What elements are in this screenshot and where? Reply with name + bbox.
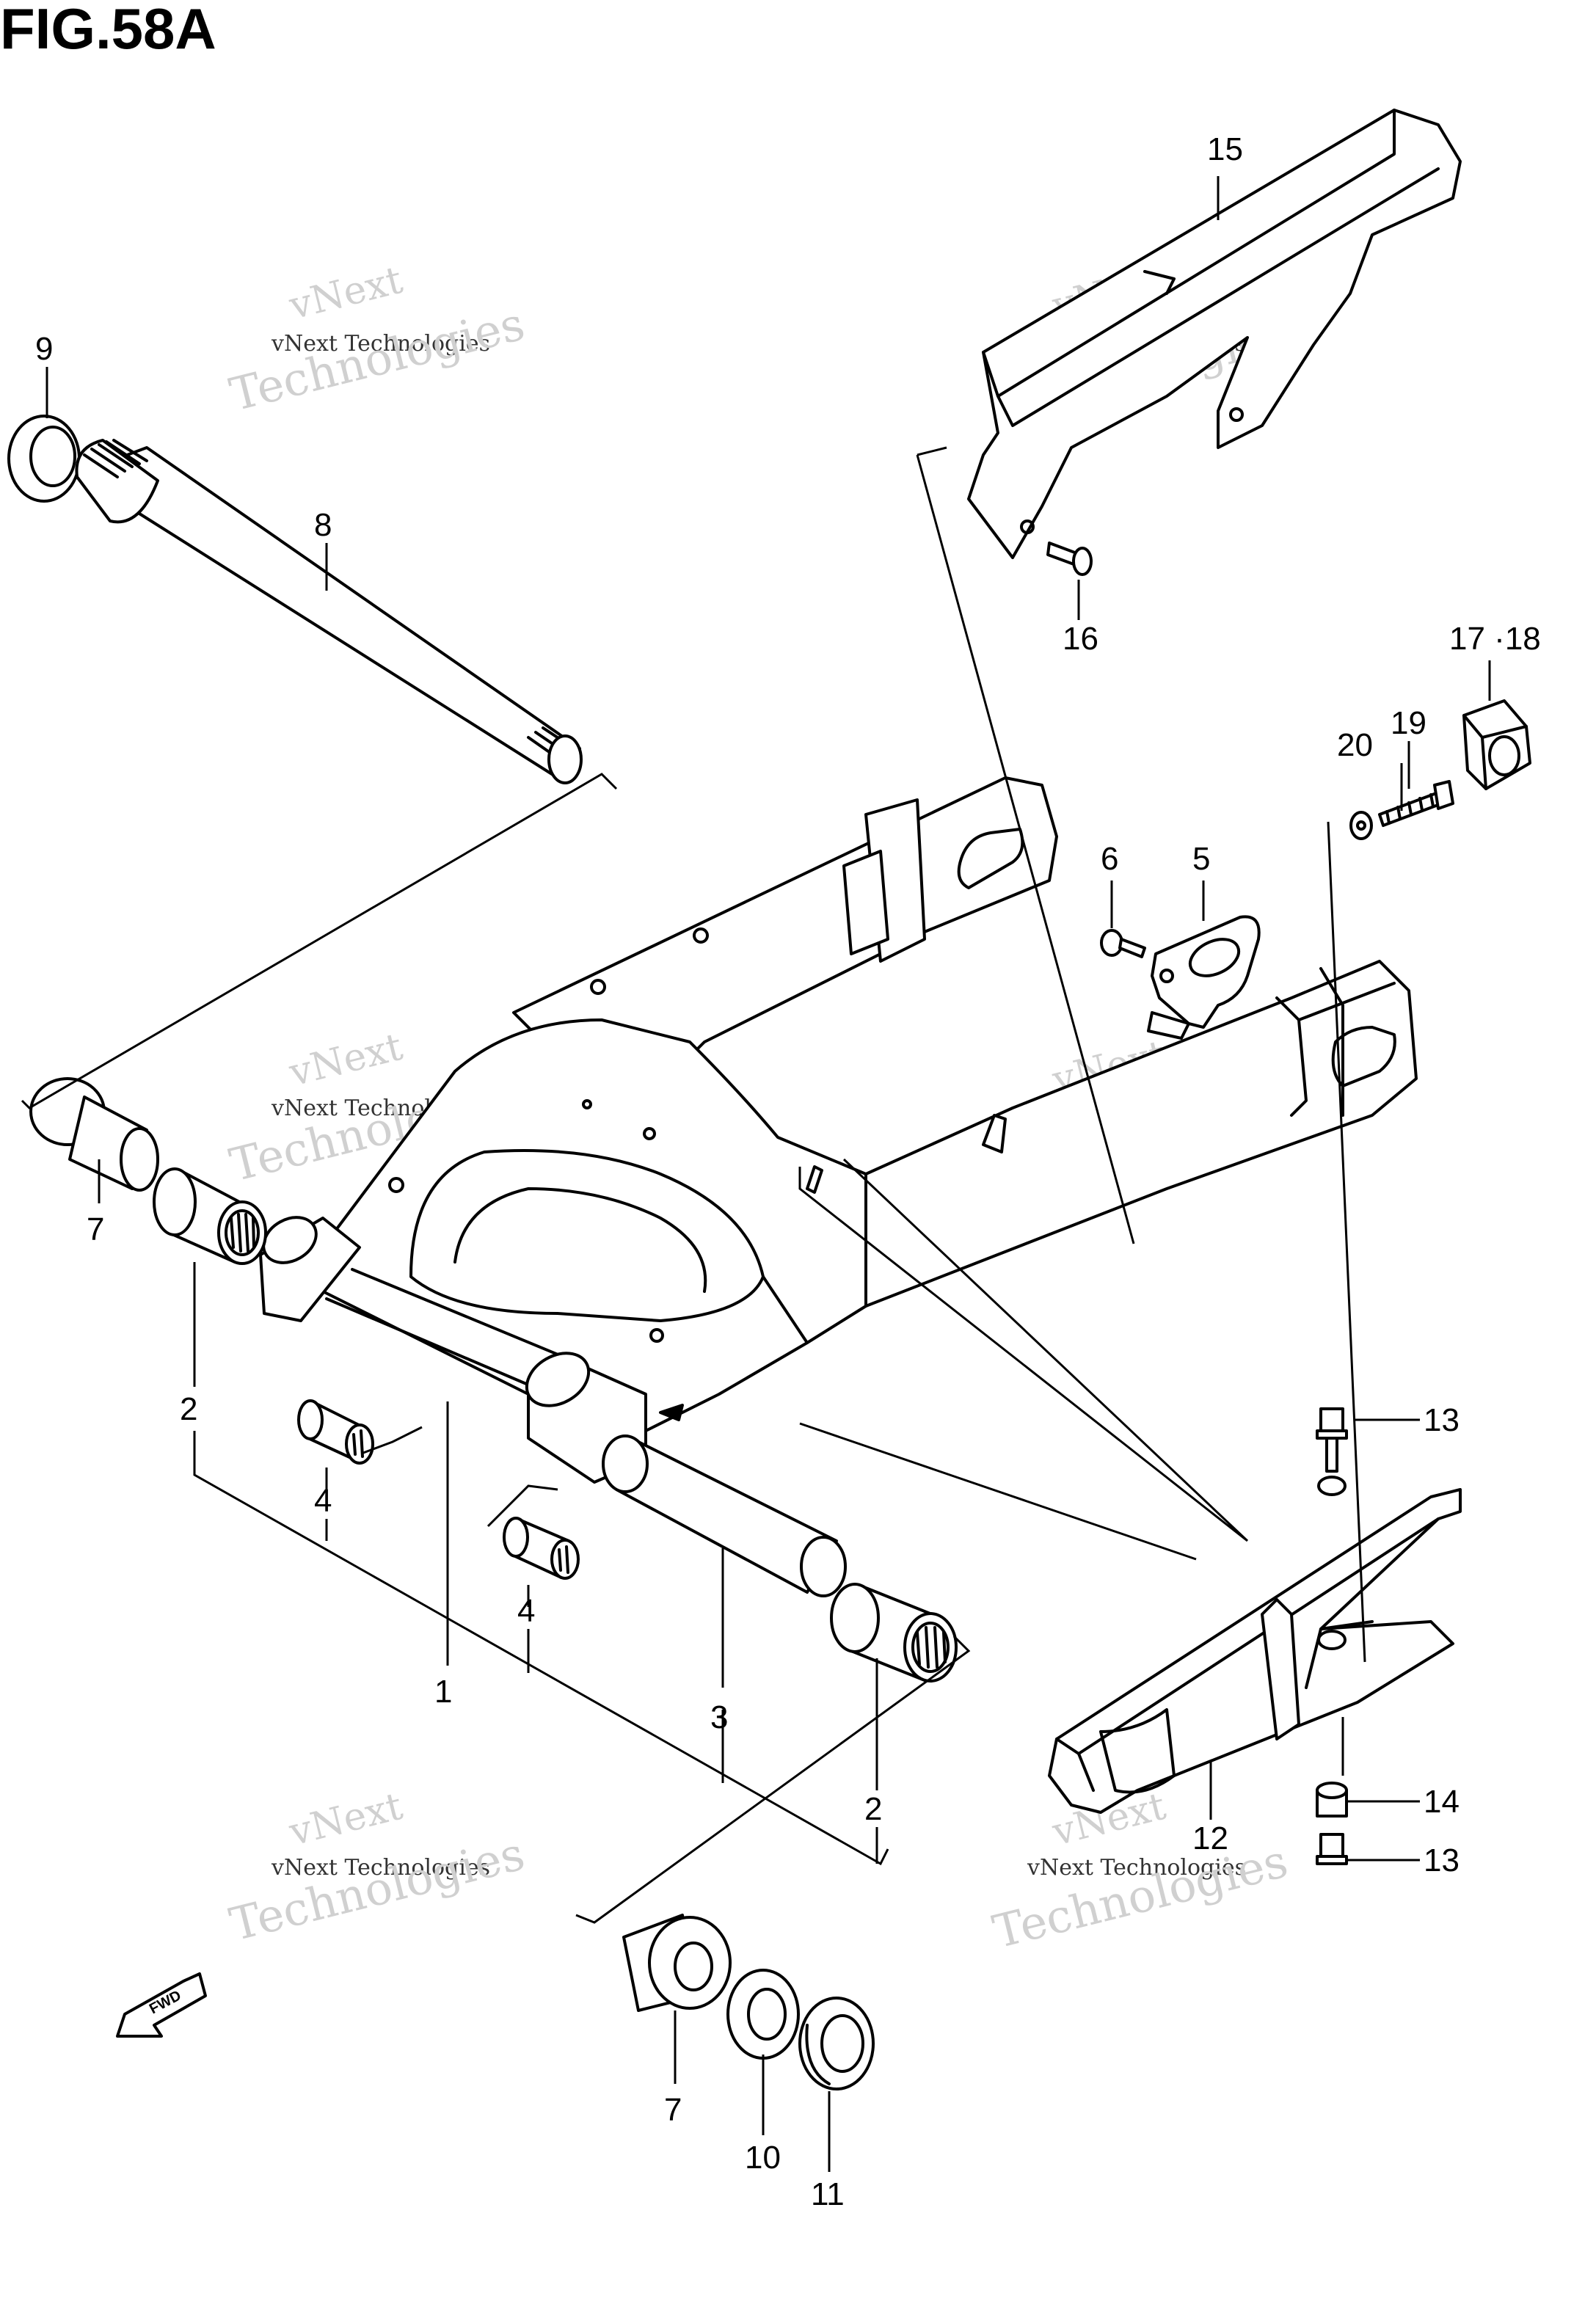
callout-4-left: 4 [314, 1483, 332, 1519]
callout-10: 10 [745, 2140, 781, 2176]
callout-3: 3 [710, 1699, 728, 1735]
flange-bolt-upper-part [1316, 1407, 1348, 1473]
callout-6: 6 [1101, 841, 1118, 877]
collar-lower-part [622, 1914, 732, 2012]
watermark-brand-full: vNext Technologies [271, 331, 490, 357]
callout-2-upper: 2 [180, 1391, 197, 1427]
adjuster-bolt-part [1378, 780, 1454, 827]
callout-17-18: 17 ·18 [1449, 621, 1541, 657]
callout-7-lower: 7 [664, 2092, 682, 2128]
callout-14: 14 [1424, 1784, 1460, 1820]
adjuster-block-part [1462, 699, 1531, 790]
callout-9: 9 [35, 331, 53, 367]
watermark-brand-word: Technologies [225, 296, 530, 421]
callout-12: 12 [1192, 1820, 1228, 1856]
bracket-part [1147, 915, 1261, 1040]
callout-7-upper: 7 [87, 1211, 104, 1247]
chain-guide-part [1048, 1476, 1462, 1814]
callout-19: 19 [1391, 705, 1426, 741]
callout-13-upper: 13 [1424, 1402, 1460, 1438]
callout-2-lower: 2 [864, 1791, 882, 1827]
figure-title: FIG.58A [0, 0, 216, 61]
callout-8: 8 [314, 507, 332, 543]
oil-seal-part [7, 415, 81, 503]
watermark-bottom-right: vNext vNext Technologies Technologies [988, 1784, 1293, 1959]
watermark-brand-top: vNext [285, 258, 407, 329]
callout-1: 1 [434, 1674, 452, 1710]
callout-16: 16 [1063, 621, 1098, 657]
spacer-tube-part [602, 1434, 847, 1597]
leader-lines [21, 176, 1491, 2172]
watermark-brand-full: vNext Technologies [271, 1855, 490, 1881]
collar-upper-part [29, 1077, 159, 1192]
spacer-collar-part [1316, 1782, 1348, 1818]
small-bearing-left-part [297, 1399, 374, 1465]
watermark-brand-full: vNext Technologies [1027, 1855, 1246, 1881]
adjuster-nut-part [1349, 811, 1373, 840]
pivot-shaft-part [75, 439, 583, 784]
callout-11: 11 [811, 2176, 845, 2212]
small-bolt-part [1100, 929, 1146, 958]
needle-bearing-lower-part [830, 1583, 958, 1683]
chain-case-part [967, 109, 1462, 559]
oil-seal-lower-part [798, 1997, 875, 2090]
watermark-brand-top: vNext [285, 1025, 407, 1095]
forward-direction-icon [116, 1972, 207, 2038]
needle-bearing-upper-part [153, 1167, 267, 1265]
watermark-brand-word: Technologies [988, 1834, 1293, 1958]
callout-4-right: 4 [517, 1593, 535, 1629]
watermark-brand-top: vNext [285, 1784, 407, 1855]
screw-part [1046, 542, 1093, 576]
swingarm-part [259, 776, 1418, 1484]
callout-5: 5 [1192, 841, 1210, 877]
watermark-brand-word: Technologies [225, 1826, 530, 1951]
washer-part [726, 1969, 800, 2060]
watermark-bottom-left: vNext vNext Technologies Technologies [225, 1784, 530, 1952]
callout-15: 15 [1207, 131, 1243, 167]
callout-20: 20 [1337, 727, 1373, 763]
watermark-top-left: vNext vNext Technologies Technologies [225, 258, 530, 422]
small-bearing-right-part [503, 1517, 580, 1580]
flange-bolt-lower-part [1316, 1833, 1348, 1865]
callout-13-lower: 13 [1424, 1842, 1460, 1878]
